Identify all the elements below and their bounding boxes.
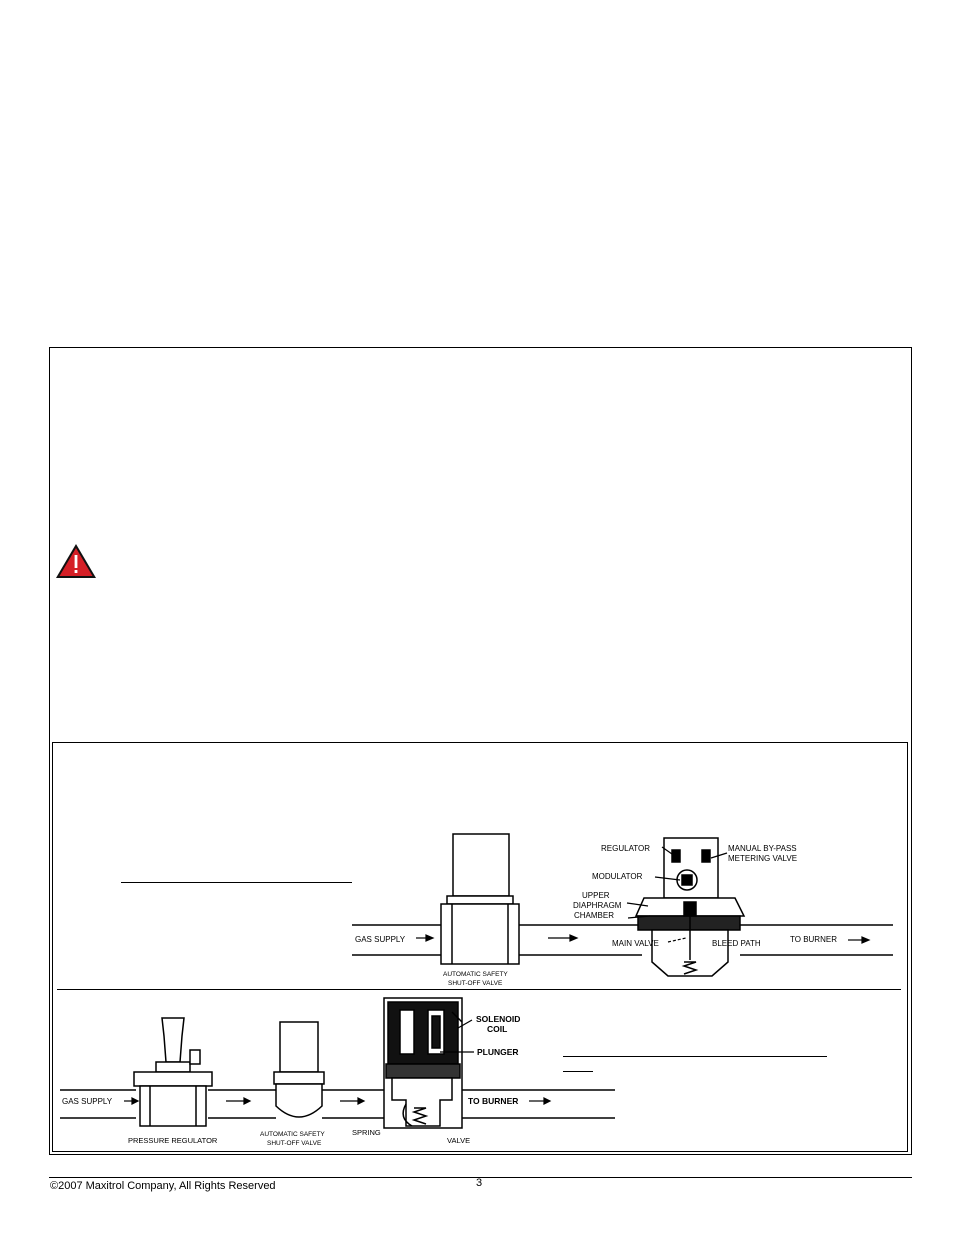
label-to-burner-bottom: TO BURNER (468, 1096, 518, 1106)
content-frame (49, 347, 912, 1155)
footer-rule (49, 1177, 912, 1178)
top-flow-arrows (416, 846, 871, 944)
label-solenoid-2: COIL (487, 1024, 507, 1034)
top-pipe (352, 924, 893, 956)
label-gas-supply-bottom: GAS SUPPLY (62, 1097, 113, 1106)
caption-underline-bottom-short (563, 1071, 593, 1072)
footer-copyright: ©2007 Maxitrol Company, All Rights Reser… (50, 1180, 276, 1192)
label-upper-1: UPPER (582, 891, 610, 900)
page-number: 3 (476, 1177, 483, 1189)
label-spring: SPRING (352, 1128, 381, 1137)
label-modulator: MODULATOR (592, 872, 643, 881)
label-to-burner-top: TO BURNER (790, 935, 837, 944)
label-upper-3: CHAMBER (574, 911, 614, 920)
top-shutoff-valve (440, 833, 520, 965)
bottom-shutoff-valve (273, 1021, 325, 1118)
top-regulator-valve (634, 837, 746, 977)
caption-underline-bottom (563, 1056, 827, 1057)
label-manual-bypass-2: METERING VALVE (728, 854, 797, 863)
label-main-valve: MAIN VALVE (612, 939, 659, 948)
warning-triangle-icon (56, 544, 96, 578)
label-bleed-path: BLEED PATH (712, 939, 761, 948)
bottom-solenoid-valve (383, 997, 463, 1129)
label-plunger: PLUNGER (477, 1047, 519, 1057)
label-shutoff-bottom-2: SHUT-OFF VALVE (267, 1140, 322, 1147)
figure-frame (52, 742, 908, 1152)
label-upper-2: DIAPHRAGM (573, 901, 622, 910)
bottom-pressure-regulator (133, 1017, 213, 1127)
bottom-pipe (60, 1089, 615, 1119)
caption-underline-top (121, 882, 352, 883)
label-shutoff-top-2: SHUT-OFF VALVE (448, 980, 503, 987)
label-shutoff-bottom-1: AUTOMATIC SAFETY (260, 1131, 325, 1138)
label-solenoid-1: SOLENOID (476, 1014, 520, 1024)
bottom-labels: SOLENOID COIL PLUNGER GAS SUPPLY TO BURN… (62, 1014, 520, 1147)
label-manual-bypass-1: MANUAL BY-PASS (728, 844, 797, 853)
top-labels: REGULATOR MANUAL BY-PASS METERING VALVE … (355, 844, 837, 987)
label-gas-supply-top: GAS SUPPLY (355, 935, 406, 944)
bottom-flow-arrows (124, 1019, 552, 1105)
label-valve: VALVE (447, 1136, 470, 1145)
label-regulator: REGULATOR (601, 844, 650, 853)
label-pressure-regulator: PRESSURE REGULATOR (128, 1136, 218, 1145)
figure-divider (57, 989, 901, 990)
label-shutoff-top-1: AUTOMATIC SAFETY (443, 971, 508, 978)
